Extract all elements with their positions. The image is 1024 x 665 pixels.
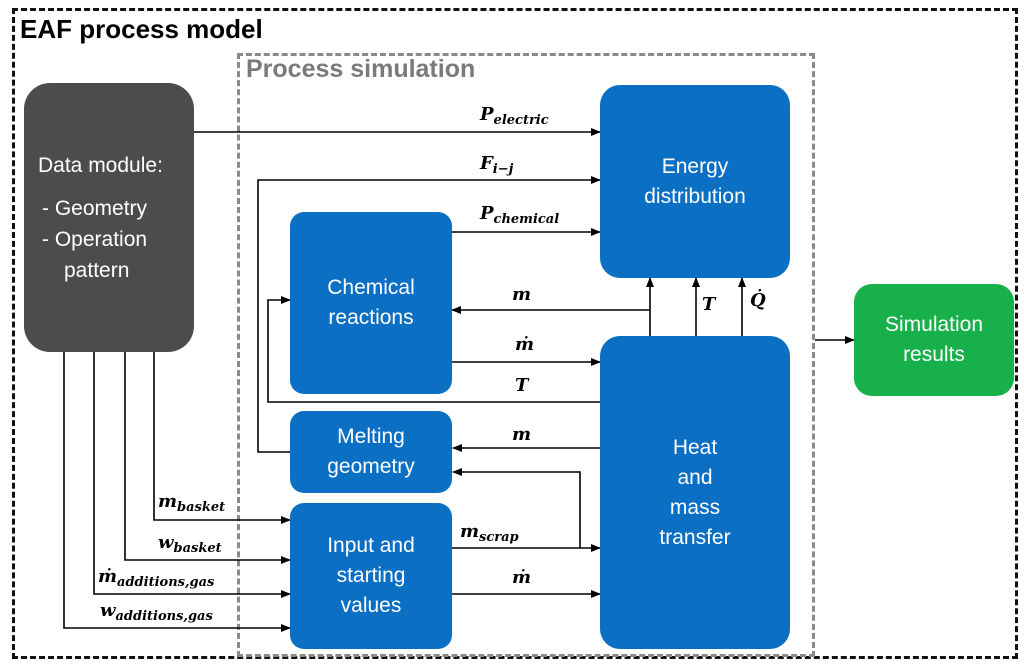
input-starting-line1: Input and [327, 534, 415, 557]
data-module-item-geometry: - Geometry [42, 196, 148, 220]
data-module-block: Data module: - Geometry - Operation patt… [24, 83, 194, 352]
label-m-scrap: mscrap [460, 521, 519, 545]
data-module-item-operation: - Operation [42, 227, 148, 251]
chemical-reactions-block: Chemical reactions [290, 212, 452, 394]
melting-geometry-line1: Melting [337, 425, 405, 448]
label-t-to-chemical: T [515, 375, 529, 396]
energy-distribution-block: Energy distribution [600, 85, 790, 278]
arrow-mdot-additions [93, 352, 291, 598]
label-mdot-additions: ṁadditions,gas [98, 566, 215, 590]
data-module-item-pattern: pattern [64, 258, 130, 282]
simulation-results-block: Simulation results [854, 284, 1014, 396]
input-starting-values-block: Input and starting values [290, 503, 452, 649]
melting-geometry-line2: geometry [327, 455, 415, 478]
arrow-f-ij [257, 176, 601, 453]
simulation-results-line1: Simulation [884, 313, 984, 336]
label-m-to-chemical: m [512, 284, 532, 305]
arrow-t-to-chemical [267, 296, 600, 403]
input-starting-line2: starting [336, 564, 406, 587]
energy-distribution-line2: distribution [644, 184, 746, 208]
label-p-electric: Pelectric [480, 104, 549, 128]
label-m-to-melting: m [512, 424, 532, 445]
arrow-w-basket [124, 352, 291, 564]
arrow-m-basket [153, 352, 291, 524]
heat-mass-line4: transfer [659, 525, 731, 549]
heat-mass-line1: Heat [672, 435, 718, 459]
melting-geometry-block: Melting geometry [290, 411, 452, 493]
label-f-ij: Fi−j [480, 153, 514, 177]
label-mdot-from-chemical: ṁ [515, 334, 535, 355]
label-t-up: T [702, 294, 716, 315]
energy-distribution-line1: Energy [661, 154, 729, 178]
chemical-reactions-line2: reactions [328, 306, 414, 329]
chemical-reactions-line1: Chemical [327, 276, 415, 299]
eaf-process-model-title: EAF process model [20, 14, 263, 44]
simulation-results-line2: results [903, 343, 965, 366]
heat-mass-transfer-block: Heat and mass transfer [600, 336, 790, 649]
data-module-title: Data module: [38, 153, 163, 177]
label-qdot-up: Q̇ [750, 290, 766, 311]
label-mdot-input: ṁ [512, 567, 532, 588]
eaf-process-model-frame [12, 8, 1018, 659]
label-w-basket: wbasket [158, 532, 222, 556]
process-simulation-frame [237, 53, 815, 657]
label-w-additions: wadditions,gas [100, 600, 213, 624]
process-simulation-title: Process simulation [246, 55, 476, 83]
heat-mass-line2: and [677, 465, 713, 489]
heat-mass-line3: mass [669, 495, 721, 519]
arrow-w-additions [63, 352, 291, 632]
label-p-chemical: Pchemical [480, 203, 560, 227]
arrow-scrap-loop [452, 468, 581, 548]
input-starting-line3: values [340, 594, 402, 617]
label-m-basket: mbasket [158, 491, 226, 515]
